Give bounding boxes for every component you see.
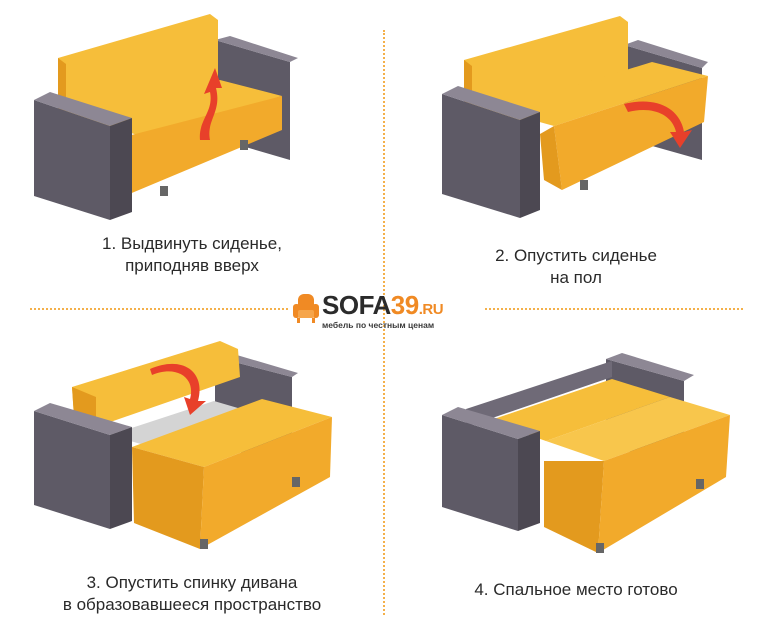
sofa-step-4-illustration xyxy=(442,353,730,553)
step-4-caption: 4. Спальное место готово xyxy=(384,579,768,601)
brand-tld: .RU xyxy=(418,301,444,318)
sofa-step-3-illustration xyxy=(34,341,332,549)
brand-number: 39 xyxy=(390,290,419,320)
step-2-caption: 2. Опустить сиденье на пол xyxy=(384,245,768,289)
armchair-logo-icon xyxy=(293,294,319,323)
sofa-step-2-illustration xyxy=(442,16,708,218)
step-2-panel: 2. Опустить сиденье на пол xyxy=(384,0,768,317)
brand-tagline: мебель по честным ценам xyxy=(322,320,435,330)
sofa39-logo[interactable]: SOFA39.RU мебель по честным ценам xyxy=(292,290,492,332)
step-2-line1: 2. Опустить сиденье xyxy=(495,246,657,265)
step-1-caption: 1. Выдвинуть сиденье, приподняв вверх xyxy=(0,233,384,277)
step-1-line1: 1. Выдвинуть сиденье, xyxy=(102,234,282,253)
arrow-rotate-icon xyxy=(150,363,206,415)
step-4-line1: 4. Спальное место готово xyxy=(474,580,678,599)
horizontal-divider-left xyxy=(30,308,288,310)
step-2-line2: на пол xyxy=(550,268,602,287)
step-1-line2: приподняв вверх xyxy=(125,256,259,275)
vertical-divider xyxy=(383,30,385,615)
horizontal-divider-right xyxy=(485,308,743,310)
sofa-step-1-illustration xyxy=(34,14,298,220)
step-3-line1: 3. Опустить спинку дивана xyxy=(86,573,298,592)
step-3-panel: 3. Опустить спинку дивана в образовавшее… xyxy=(0,317,384,634)
arrow-down-curved-icon xyxy=(624,101,692,148)
brand-text: SOFA xyxy=(322,290,391,320)
step-3-caption: 3. Опустить спинку дивана в образовавшее… xyxy=(0,572,384,616)
brand-name: SOFA39.RU xyxy=(322,290,444,321)
step-4-panel: 4. Спальное место готово xyxy=(384,317,768,634)
step-3-line2: в образовавшееся пространство xyxy=(62,595,322,614)
arrow-up-icon xyxy=(199,68,222,140)
step-1-panel: 1. Выдвинуть сиденье, приподняв вверх xyxy=(0,0,384,317)
